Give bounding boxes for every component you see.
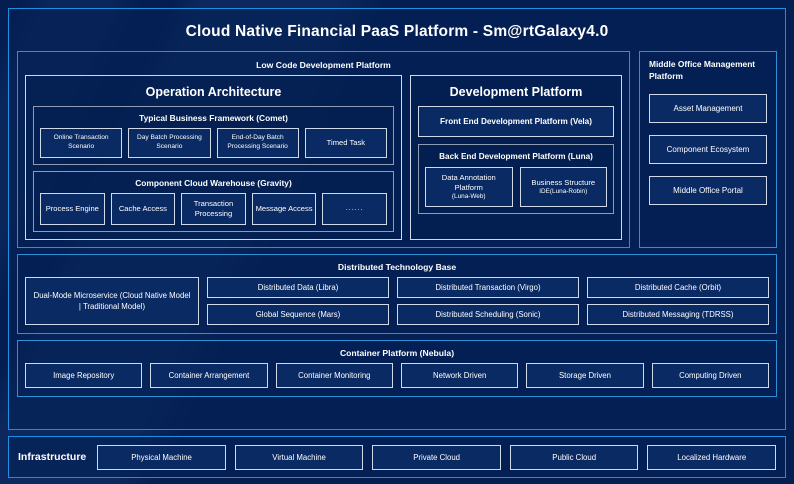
- chip-distributed-data[interactable]: Distributed Data (Libra): [207, 277, 389, 299]
- infrastructure-panel: Infrastructure Physical Machine Virtual …: [8, 436, 786, 478]
- chip-container-arrangement[interactable]: Container Arrangement: [150, 363, 268, 389]
- chip-business-structure-ide-label: Business Structure: [531, 177, 596, 187]
- chip-online-transaction-scenario[interactable]: Online Transaction Scenario: [40, 128, 123, 158]
- upper-region: Low Code Development Platform Operation …: [17, 51, 777, 249]
- chip-virtual-machine[interactable]: Virtual Machine: [234, 444, 364, 470]
- chip-network-driven[interactable]: Network Driven: [400, 363, 519, 389]
- chip-physical-machine[interactable]: Physical Machine: [97, 444, 226, 470]
- low-code-title: Low Code Development Platform: [256, 60, 391, 70]
- chip-localized-hardware[interactable]: Localized Hardware: [647, 444, 776, 470]
- page-title: Cloud Native Financial PaaS Platform - S…: [185, 23, 609, 40]
- component-cloud-warehouse-group: Component Cloud Warehouse (Gravity) Proc…: [33, 170, 394, 233]
- platform-panel: Cloud Native Financial PaaS Platform - S…: [8, 8, 786, 430]
- chip-private-cloud[interactable]: Private Cloud: [372, 444, 501, 470]
- chip-end-of-day-batch-processing-scenario[interactable]: End-of-Day Batch Processing Scenario: [216, 128, 299, 158]
- chip-more-ellipsis[interactable]: ......: [322, 192, 387, 226]
- typical-business-framework-group: Typical Business Framework (Comet) Onlin…: [33, 106, 394, 165]
- chip-transaction-processing[interactable]: Transaction Processing: [181, 192, 246, 226]
- chip-distributed-messaging[interactable]: Distributed Messaging (TDRSS): [587, 304, 769, 326]
- back-end-development-platform-group: Back End Development Platform (Luna) Dat…: [418, 144, 614, 215]
- chip-day-batch-processing-scenario[interactable]: Day Batch Processing Scenario: [128, 128, 211, 158]
- chip-business-structure-ide-sublabel: IDE(Luna-Robin): [539, 187, 588, 195]
- chip-component-ecosystem[interactable]: Component Ecosystem: [649, 134, 767, 164]
- chip-timed-task[interactable]: Timed Task: [304, 128, 387, 158]
- back-end-development-platform-title: Back End Development Platform (Luna): [439, 152, 593, 161]
- chip-dual-mode-microservice[interactable]: Dual-Mode Microservice (Cloud Native Mod…: [25, 277, 199, 326]
- chip-container-monitoring[interactable]: Container Monitoring: [275, 363, 393, 389]
- low-code-panel: Low Code Development Platform Operation …: [17, 51, 630, 249]
- chip-process-engine[interactable]: Process Engine: [40, 192, 105, 226]
- chip-business-structure-ide[interactable]: Business Structure IDE(Luna-Robin): [519, 167, 607, 208]
- distributed-technology-base-panel: Distributed Technology Base Dual-Mode Mi…: [17, 254, 777, 335]
- chip-public-cloud[interactable]: Public Cloud: [509, 444, 639, 470]
- chip-cache-access[interactable]: Cache Access: [110, 192, 176, 226]
- operation-architecture-title: Operation Architecture: [145, 85, 282, 99]
- development-platform-panel: Development Platform Front End Developme…: [410, 75, 622, 241]
- component-cloud-warehouse-title: Component Cloud Warehouse (Gravity): [135, 177, 292, 188]
- chip-storage-driven[interactable]: Storage Driven: [526, 363, 644, 389]
- chip-distributed-transaction[interactable]: Distributed Transaction (Virgo): [397, 277, 579, 299]
- typical-business-framework-title: Typical Business Framework (Comet): [139, 113, 288, 123]
- operation-architecture-panel: Operation Architecture Typical Business …: [25, 75, 402, 241]
- chip-distributed-scheduling[interactable]: Distributed Scheduling (Sonic): [397, 304, 579, 326]
- chip-middle-office-portal[interactable]: Middle Office Portal: [649, 175, 767, 205]
- middle-office-panel: Middle Office Management Platform Asset …: [639, 51, 777, 249]
- distributed-technology-base-title: Distributed Technology Base: [337, 262, 457, 273]
- chip-data-annotation-platform-label: Data Annotation Platform: [441, 173, 496, 192]
- chip-global-sequence[interactable]: Global Sequence (Mars): [207, 304, 389, 326]
- chip-data-annotation-platform[interactable]: Data Annotation Platform (Luna-Web): [425, 167, 513, 208]
- infrastructure-label: Infrastructure: [18, 451, 87, 463]
- middle-office-title: Middle Office Management Platform: [649, 59, 756, 81]
- chip-data-annotation-platform-sublabel: (Luna-Web): [451, 192, 486, 200]
- chip-asset-management[interactable]: Asset Management: [649, 93, 767, 123]
- chip-computing-driven[interactable]: Computing Driven: [651, 363, 769, 389]
- front-end-development-platform-box[interactable]: Front End Development Platform (Vela): [418, 106, 614, 137]
- container-platform-panel: Container Platform (Nebula) Image Reposi…: [17, 340, 777, 398]
- chip-message-access[interactable]: Message Access: [251, 192, 317, 226]
- chip-image-repository[interactable]: Image Repository: [25, 363, 143, 389]
- container-platform-title: Container Platform (Nebula): [339, 348, 455, 359]
- development-platform-title: Development Platform: [449, 85, 583, 99]
- chip-distributed-cache[interactable]: Distributed Cache (Orbit): [587, 277, 769, 299]
